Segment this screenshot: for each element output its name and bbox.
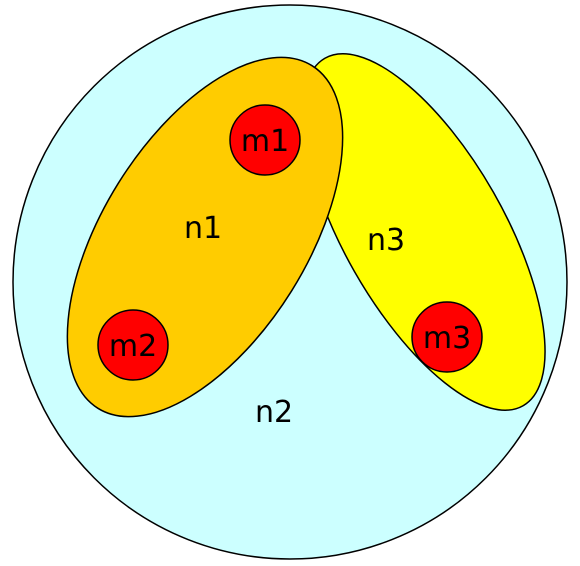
node-m2: m2	[97, 309, 169, 381]
node-m1-label: m1	[241, 124, 289, 159]
ellipse-n3	[302, 53, 546, 411]
node-m2-circle	[97, 309, 169, 381]
region-label-n3: n3	[367, 223, 405, 258]
node-m1-circle	[229, 104, 301, 176]
node-m2-label: m2	[109, 329, 157, 364]
node-m1: m1	[229, 104, 301, 176]
region-label-n2: n2	[255, 395, 293, 430]
region-label-n1: n1	[184, 211, 222, 246]
node-m3: m3	[411, 301, 483, 373]
node-m3-circle	[411, 301, 483, 373]
node-m3-label: m3	[423, 321, 471, 356]
